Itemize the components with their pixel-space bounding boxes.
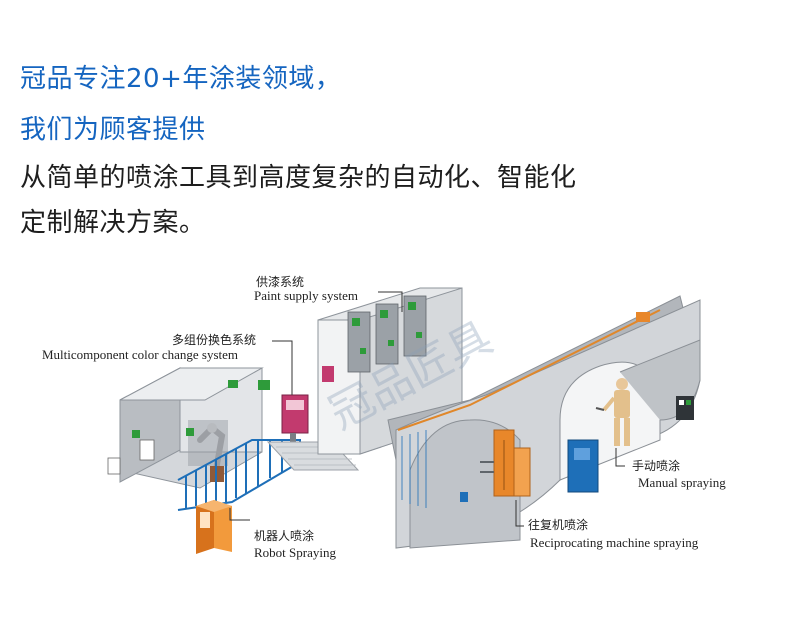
- reciprocator: [480, 429, 531, 497]
- label-robot-en: Robot Spraying: [254, 545, 336, 560]
- headline-line-3: 从简单的喷涂工具到高度复杂的自动化、智能化: [20, 163, 577, 193]
- headline-line-2: 我们为顾客提供: [20, 115, 206, 145]
- operator-figure: [595, 378, 630, 446]
- headline-line-1: 冠品专注20+年涂装领域，: [20, 64, 342, 94]
- label-color-change-en: Multicomponent color change system: [42, 347, 238, 362]
- coating-line-illustration: 冠品匠具 供漆系统 Paint supply system 多组份换色系统 Mu…: [42, 275, 726, 560]
- headline-line-4: 定制解决方案。: [20, 208, 206, 238]
- label-manual-en: Manual spraying: [638, 475, 726, 490]
- label-paint-supply-cn: 供漆系统: [256, 275, 304, 289]
- callout-leaders: [229, 291, 625, 527]
- color-change-cabinet: [281, 394, 309, 449]
- label-manual-cn: 手动喷涂: [632, 458, 680, 473]
- label-reciprocating-cn: 往复机喷涂: [528, 517, 588, 532]
- label-robot-cn: 机器人喷涂: [254, 528, 314, 543]
- spray-tunnel: [387, 295, 701, 549]
- label-color-change-cn: 多组份换色系统: [172, 333, 256, 347]
- label-paint-supply-en: Paint supply system: [254, 288, 358, 303]
- robot-controller: [196, 500, 232, 554]
- robot-spray-booth: [107, 367, 270, 489]
- label-reciprocating-en: Reciprocating machine spraying: [530, 535, 699, 550]
